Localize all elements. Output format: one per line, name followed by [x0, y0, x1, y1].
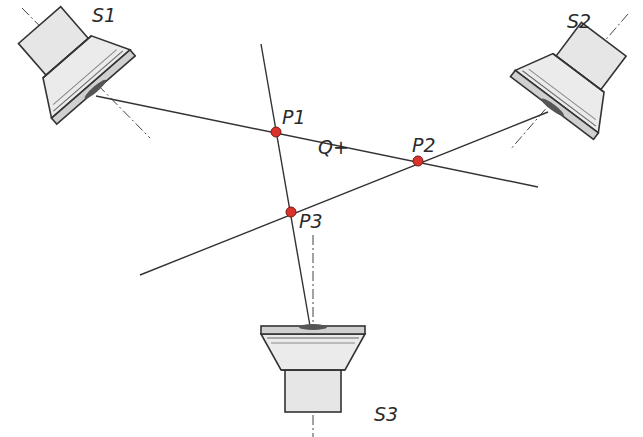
sensor-symbol [261, 324, 365, 412]
point-label: S1 [92, 6, 116, 25]
point-label: P3 [299, 212, 323, 231]
point-label: Q+ [318, 138, 349, 157]
point-label: S3 [374, 405, 398, 424]
ray-line [96, 96, 538, 187]
point-dot [413, 156, 423, 166]
point-label: S2 [567, 12, 591, 31]
ray-line [140, 112, 548, 275]
point-label: P1 [282, 108, 306, 127]
sensor-symbol [0, 0, 136, 126]
point-dot [271, 127, 281, 137]
ray-line [261, 44, 310, 326]
sensor-symbol [509, 8, 643, 141]
point-dot [286, 207, 296, 217]
point-label: P2 [412, 136, 436, 155]
